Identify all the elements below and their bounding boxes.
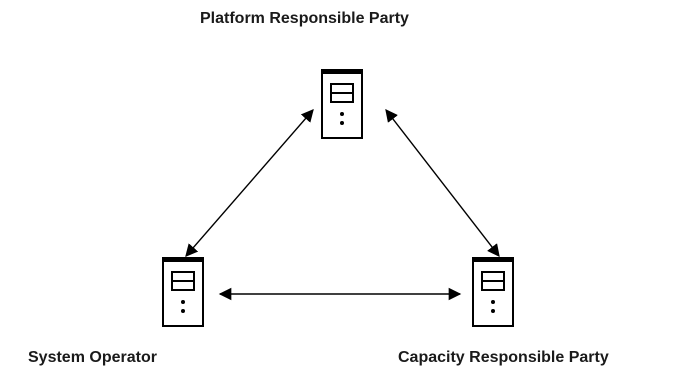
node-label-operator: System Operator [28,349,157,366]
connector-platform-capacity [385,109,500,257]
server-icon-platform [321,69,363,139]
node-label-platform: Platform Responsible Party [200,10,409,27]
server-icon-operator [162,257,204,327]
server-icon-capacity [472,257,514,327]
node-label-capacity: Capacity Responsible Party [398,349,609,366]
connector-platform-operator [185,109,314,257]
